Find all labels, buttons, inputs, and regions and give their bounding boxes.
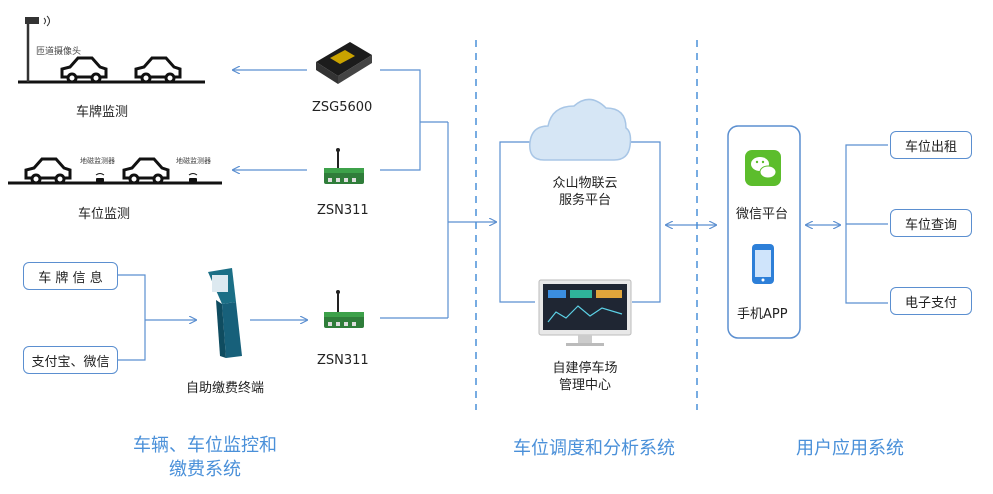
management-center-label: 自建停车场 管理中心 <box>540 360 630 394</box>
payment-box: 支付宝、微信 <box>23 346 118 374</box>
cloud-icon <box>529 98 632 161</box>
bracket-middle-right <box>628 141 661 303</box>
kiosk-icon <box>208 268 242 358</box>
car-icon <box>134 56 182 84</box>
service-query-box: 车位查询 <box>890 209 972 237</box>
camera-icon <box>25 17 39 24</box>
zsn311-device-icon <box>324 290 364 328</box>
service-rent-box: 车位出租 <box>890 131 972 159</box>
plate-monitor-label: 车牌监测 <box>76 105 129 120</box>
plate-monitor-scene <box>18 15 205 84</box>
phone-icon <box>752 244 774 284</box>
cloud-label-line2: 服务平台 <box>558 193 611 208</box>
app-label: 手机APP <box>737 307 788 322</box>
sensor-icon <box>96 178 104 182</box>
zsg5600-label: ZSG5600 <box>312 100 373 115</box>
wechat-label: 微信平台 <box>736 207 789 222</box>
center-label-line2: 管理中心 <box>558 378 611 393</box>
center-label-line1: 自建停车场 <box>552 361 618 376</box>
camera-label: 匝道摄像头 <box>36 47 82 57</box>
bracket-middle-left <box>499 141 535 303</box>
car-icon <box>24 157 72 185</box>
bracket-top-devices <box>380 69 421 171</box>
monitor-icon <box>538 279 632 346</box>
cloud-label-line1: 众山物联云 <box>552 176 618 191</box>
cloud-platform-label: 众山物联云 服务平台 <box>540 175 630 209</box>
zsg5600-device-icon <box>316 42 372 84</box>
section-left-line2: 缴费系统 <box>169 459 241 480</box>
sensor-icon <box>189 178 197 182</box>
kiosk-label: 自助缴费终端 <box>186 381 265 396</box>
section-middle-title: 车位调度和分析系统 <box>513 438 675 459</box>
sensor-label: 地磁监测器 <box>80 157 115 165</box>
wechat-icon <box>745 150 781 186</box>
zsn311-device-icon <box>324 148 364 184</box>
section-right-title: 用户应用系统 <box>796 438 904 459</box>
space-monitor-scene <box>8 157 222 185</box>
sensor-label: 地磁监测器 <box>176 157 211 165</box>
zsn311-label: ZSN311 <box>317 353 369 368</box>
car-icon <box>60 56 108 84</box>
section-left-line1: 车辆、车位监控和 <box>133 435 277 456</box>
car-icon <box>122 157 170 185</box>
service-pay-box: 电子支付 <box>890 287 972 315</box>
section-left-title: 车辆、车位监控和 缴费系统 <box>95 434 315 482</box>
plate-info-box: 车 牌 信 息 <box>23 262 118 290</box>
zsn311-label: ZSN311 <box>317 203 369 218</box>
bracket-inputs <box>117 274 146 361</box>
space-monitor-label: 车位监测 <box>78 207 131 222</box>
